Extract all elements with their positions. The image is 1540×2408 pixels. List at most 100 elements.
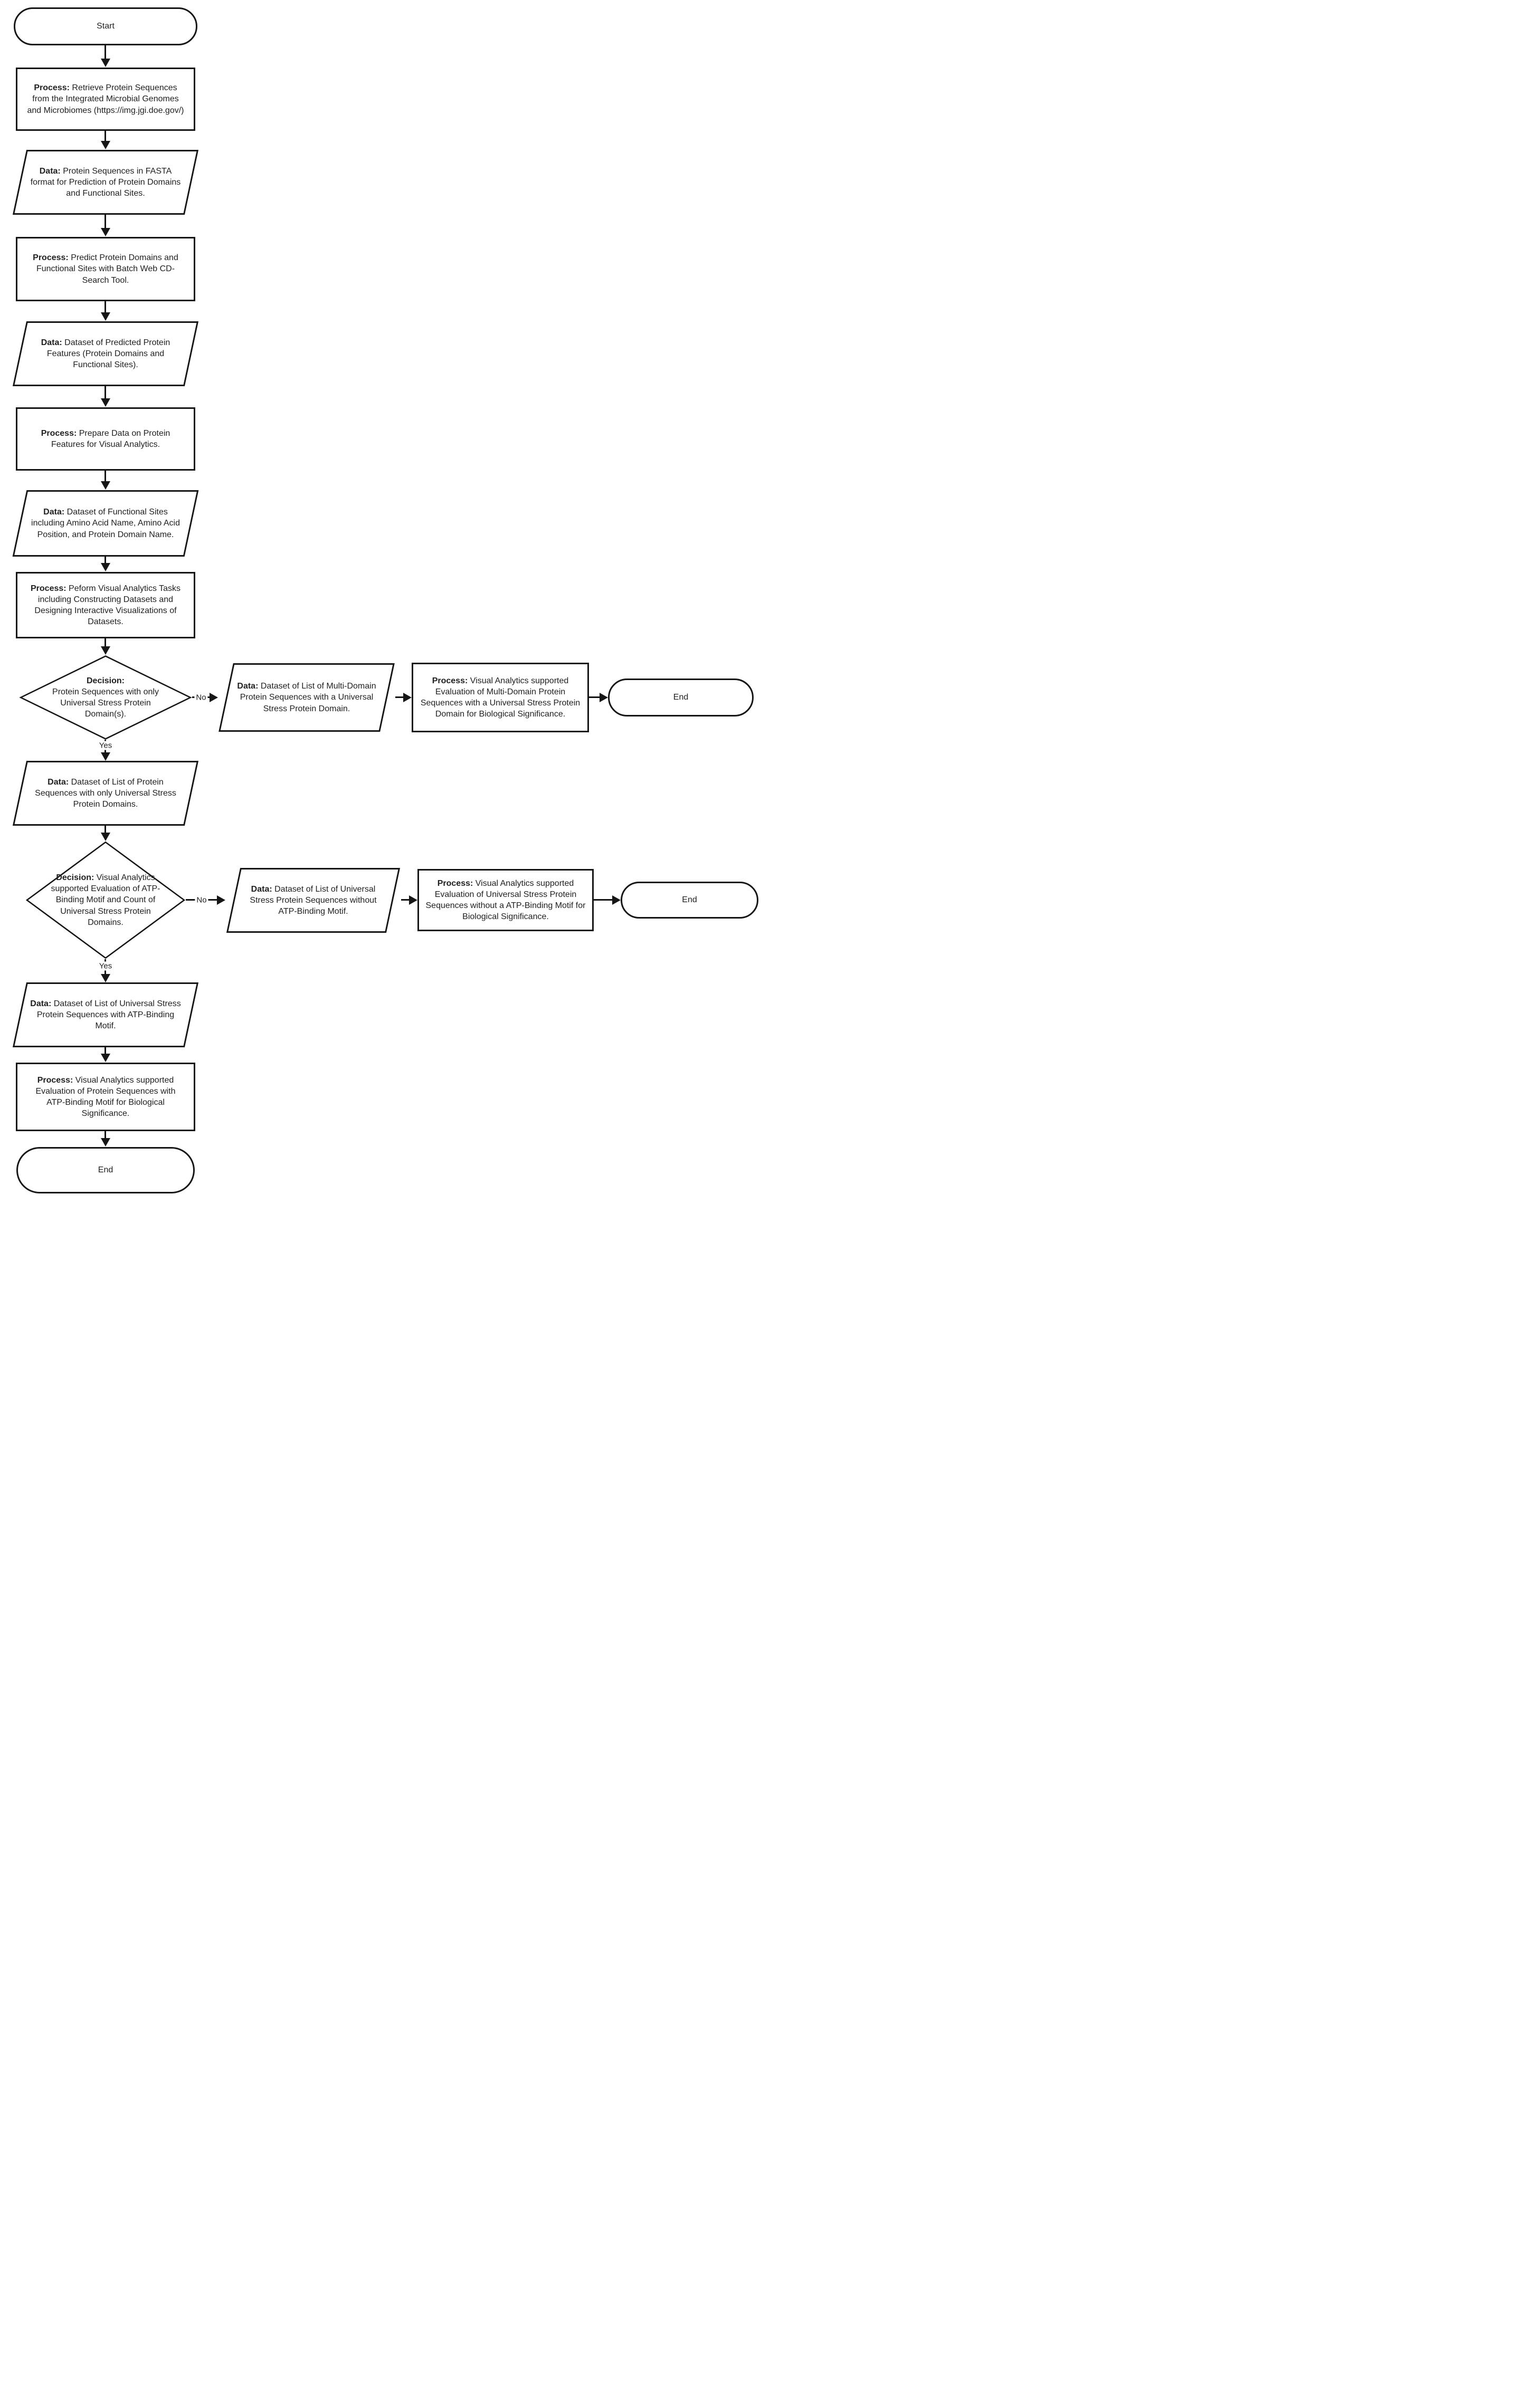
node-body: Dataset of Predicted Protein Features (P… (46, 338, 170, 370)
arrowhead-right-icon (210, 693, 218, 702)
node-text: Process: Retrieve Protein Sequences from… (17, 69, 194, 129)
arrowhead-down-icon (101, 752, 110, 761)
arrow-line (401, 899, 409, 901)
node-keyword: Data: (41, 338, 62, 347)
arrowhead-right-icon (217, 895, 225, 905)
start-label: Start (97, 22, 115, 31)
node-body: Dataset of List of Universal Stress Prot… (250, 884, 377, 916)
arrowhead-down-icon (101, 228, 110, 236)
node-body: Dataset of List of Universal Stress Prot… (36, 999, 181, 1031)
arrow-line (104, 215, 106, 228)
node-keyword: Decision: (56, 873, 94, 883)
node-text: Data: Protein Sequences in FASTA format … (12, 150, 199, 215)
node-keyword: Data: (251, 884, 272, 894)
node-body: Protein Sequences in FASTA format for Pr… (30, 166, 181, 198)
arrowhead-down-icon (101, 141, 110, 149)
arrow-line (104, 471, 106, 481)
diamond-shape (25, 841, 186, 959)
end-label-wrap: End (610, 680, 752, 715)
node-body: Visual Analytics supported Evaluation of… (35, 1075, 176, 1119)
arrowhead-right-icon (409, 895, 417, 905)
arrow-line (395, 696, 403, 698)
end-label: End (673, 693, 689, 702)
node-text: Data: Dataset of List of Universal Stres… (225, 868, 401, 933)
node-text: Process: Visual Analytics supported Eval… (413, 664, 587, 731)
diamond-shape (19, 655, 192, 740)
node-body: Visual Analytics supported Evaluation of… (51, 873, 160, 927)
node-keyword: Data: (47, 777, 69, 787)
decision-atp-binding-motif: Decision: Visual Analytics supported Eva… (25, 841, 186, 959)
arrow-line (104, 557, 106, 563)
end-terminator-multi-domain: End (608, 679, 754, 716)
node-keyword: Data: (39, 166, 61, 176)
arrow-start-to-retrieve-line (104, 45, 106, 59)
process-evaluate-multi-domain-sequences: Process: Visual Analytics supported Eval… (412, 663, 589, 732)
process-retrieve-protein-sequences: Process: Retrieve Protein Sequences from… (16, 68, 195, 131)
process-perform-visual-analytics-tasks: Process: Peform Visual Analytics Tasks i… (16, 572, 195, 638)
end-label: End (98, 1165, 113, 1175)
node-body: Retrieve Protein Sequences from the Inte… (27, 83, 184, 115)
process-evaluate-sequences-without-atp-motif: Process: Visual Analytics supported Eval… (417, 869, 594, 931)
node-body: Dataset of Functional Sites including Am… (31, 508, 180, 539)
arrowhead-down-icon (101, 563, 110, 571)
node-text: Process: Peform Visual Analytics Tasks i… (17, 574, 194, 637)
node-text: Decision: Protein Sequences with only Uni… (19, 655, 192, 740)
process-predict-domains-cd-search: Process: Predict Protein Domains and Fun… (16, 237, 195, 301)
end-label: End (682, 895, 697, 905)
node-text: Process: Prepare Data on Protein Feature… (17, 409, 194, 469)
arrow-line (104, 301, 106, 312)
edge-label-no-1: No (194, 693, 208, 702)
arrow-line (589, 696, 600, 698)
edge-label-yes-2: Yes (97, 961, 114, 971)
start-label-wrap: Start (15, 9, 196, 44)
node-keyword: Process: (33, 253, 69, 263)
node-keyword: Process: (41, 428, 77, 438)
node-text: Process: Visual Analytics supported Eval… (419, 871, 592, 930)
arrow-line (104, 1047, 106, 1054)
arrowhead-down-icon (101, 59, 110, 67)
end-label-wrap: End (18, 1149, 193, 1192)
arrow-line (104, 638, 106, 646)
arrow-line (104, 386, 106, 398)
flowchart-canvas: Start Process: Retrieve Protein Sequence… (0, 0, 770, 1204)
data-multi-domain-sequences: Data: Dataset of List of Multi-Domain Pr… (218, 663, 395, 732)
arrow-line (104, 1131, 106, 1138)
arrow-line (104, 131, 106, 141)
data-only-usp-domain-sequences: Data: Dataset of List of Protein Sequenc… (12, 761, 199, 826)
process-prepare-data-visual-analytics: Process: Prepare Data on Protein Feature… (16, 407, 195, 471)
end-terminator-without-atp-motif: End (621, 882, 758, 919)
node-text: Data: Dataset of Predicted Protein Featu… (12, 321, 199, 386)
node-keyword: Decision: (86, 676, 125, 685)
arrowhead-right-icon (612, 895, 621, 905)
arrowhead-right-icon (600, 693, 608, 702)
arrow-line (104, 826, 106, 833)
node-text: Data: Dataset of List of Universal Stres… (12, 982, 199, 1047)
data-usp-sequences-without-atp-motif: Data: Dataset of List of Universal Stres… (225, 868, 401, 933)
node-body: Peform Visual Analytics Tasks including … (34, 584, 180, 627)
arrowhead-down-icon (101, 481, 110, 490)
process-evaluate-sequences-with-atp-motif: Process: Visual Analytics supported Eval… (16, 1063, 195, 1131)
node-keyword: Process: (432, 676, 468, 685)
arrowhead-right-icon (403, 693, 412, 702)
start-terminator: Start (14, 7, 197, 45)
node-keyword: Process: (34, 83, 70, 93)
arrowhead-down-icon (101, 398, 110, 407)
node-text: Process: Predict Protein Domains and Fun… (17, 238, 194, 300)
data-fasta-protein-sequences: Data: Protein Sequences in FASTA format … (12, 150, 199, 215)
node-body: Visual Analytics supported Evaluation of… (425, 878, 586, 922)
arrowhead-down-icon (101, 1054, 110, 1062)
node-body: Dataset of List of Protein Sequences wit… (35, 777, 176, 809)
node-body: Visual Analytics supported Evaluation of… (420, 676, 581, 719)
node-keyword: Data: (43, 508, 65, 517)
node-body: Dataset of List of Multi-Domain Protein … (240, 682, 376, 713)
arrow-line (594, 899, 612, 901)
node-keyword: Process: (437, 878, 473, 888)
data-predicted-protein-features: Data: Dataset of Predicted Protein Featu… (12, 321, 199, 386)
node-body: Protein Sequences with only Universal St… (52, 687, 159, 719)
data-functional-sites-dataset: Data: Dataset of Functional Sites includ… (12, 490, 199, 557)
end-label-wrap: End (622, 883, 757, 917)
arrowhead-down-icon (101, 833, 110, 841)
arrowhead-down-icon (101, 312, 110, 321)
end-terminator-main: End (16, 1147, 195, 1193)
node-text: Data: Dataset of Functional Sites includ… (12, 490, 199, 557)
